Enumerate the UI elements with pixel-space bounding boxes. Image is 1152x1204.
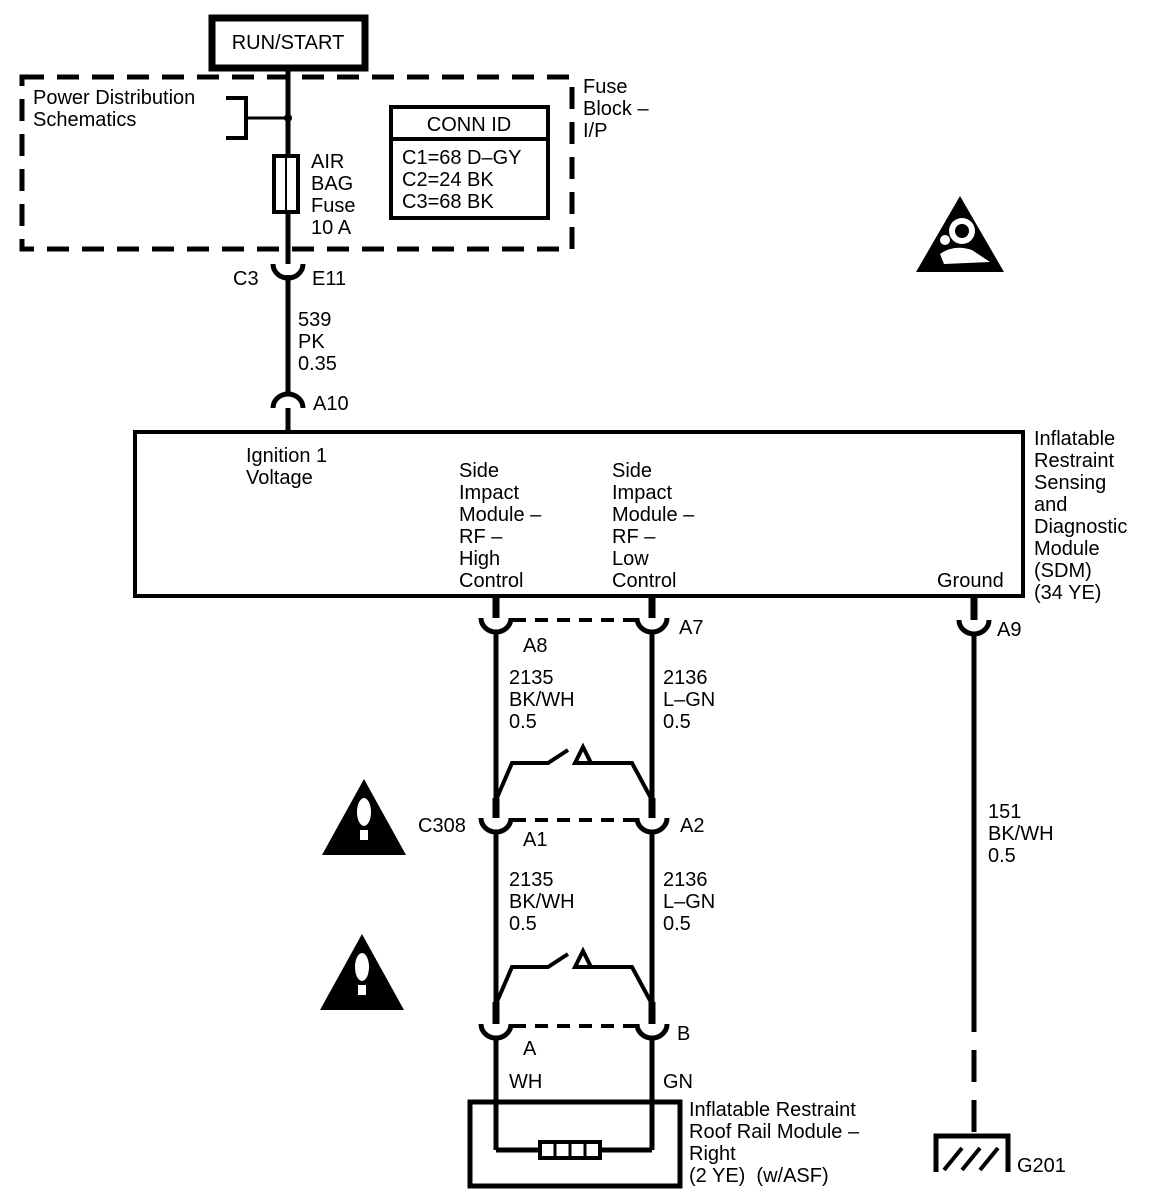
- fuse-block-name-line1: Fuse: [583, 76, 627, 98]
- wire-539-gauge: 0.35: [298, 353, 337, 375]
- sdm-low-line6: Control: [612, 570, 676, 592]
- fuse-block-name-line2: Block –: [583, 98, 649, 120]
- wire-2135-lower-circuit: 2135: [509, 869, 554, 891]
- connector-pin-a: A: [523, 1038, 537, 1060]
- wire-2136-upper-gauge: 0.5: [663, 711, 691, 733]
- conn-id-row-1: C1=68 D–GY: [402, 147, 522, 169]
- conn-id-row-2: C2=24 BK: [402, 169, 494, 191]
- pin-a8: A8: [523, 635, 547, 657]
- sdm-high-line5: High: [459, 548, 500, 570]
- sdm-name-line7: (SDM): [1034, 560, 1092, 582]
- roof-rail-module-name-line3: Right: [689, 1143, 736, 1165]
- sdm-high-line4: RF –: [459, 526, 503, 548]
- wire-2135-lower-color: BK/WH: [509, 891, 575, 913]
- connector-pin-b: B: [677, 1023, 690, 1045]
- sdm-low-line4: RF –: [612, 526, 656, 548]
- wire-151-color: BK/WH: [988, 823, 1054, 845]
- sdm-low-line3: Module –: [612, 504, 695, 526]
- pin-a7: A7: [679, 617, 703, 639]
- connector-c308-pin-a1: A1: [523, 829, 547, 851]
- sdm-name-line8: (34 YE): [1034, 582, 1101, 604]
- airbag-warning-icon: [916, 196, 1004, 272]
- caution-icon: [320, 934, 404, 1010]
- fuse-label-line2: BAG: [311, 173, 353, 195]
- fuse-block-name-line3: I/P: [583, 120, 607, 142]
- fuse-label-line1: AIR: [311, 151, 344, 173]
- fuse-label-line3: Fuse: [311, 195, 355, 217]
- caution-icon: [322, 779, 406, 855]
- connector-roof-rail-module: A B WH GN: [478, 1002, 693, 1093]
- wire-color-gn: GN: [663, 1071, 693, 1093]
- wire-539-circuit: 539: [298, 309, 331, 331]
- wire-2135-upper-gauge: 0.5: [509, 711, 537, 733]
- wire-151-circuit: 151: [988, 801, 1021, 823]
- wire-2136-lower-circuit: 2136: [663, 869, 708, 891]
- sdm-ground-label: Ground: [937, 570, 1004, 592]
- ground-symbol-g201: G201: [933, 1133, 1066, 1177]
- connector-a10: A10: [270, 391, 349, 432]
- connector-c308-pin-a2: A2: [680, 815, 704, 837]
- sdm-name-line1: Inflatable: [1034, 428, 1115, 450]
- wire-2136-lower-color: L–GN: [663, 891, 715, 913]
- power-distribution-ref-line1: Power Distribution: [33, 87, 195, 109]
- roof-rail-module: [467, 1099, 683, 1189]
- sdm-name-line3: Sensing: [1034, 472, 1106, 494]
- connector-sdm-outputs: A8 A7 A9: [478, 596, 1021, 657]
- ground-g201-label: G201: [1017, 1155, 1066, 1177]
- shorting-bar-lower: [494, 946, 654, 1005]
- conn-id-row-3: C3=68 BK: [402, 191, 494, 213]
- sdm-ignition-line1: Ignition 1: [246, 445, 327, 467]
- connector-c308: C308 A1 A2: [418, 798, 704, 851]
- connector-c3-pin: E11: [312, 268, 346, 290]
- conn-id-title: CONN ID: [427, 114, 511, 136]
- sdm-name-line2: Restraint: [1034, 450, 1114, 472]
- connector-c3-e11: C3 E11: [233, 263, 346, 395]
- wire-151-gauge: 0.5: [988, 845, 1016, 867]
- conn-id-table: CONN ID C1=68 D–GY C2=24 BK C3=68 BK: [389, 105, 550, 220]
- wire-2135-lower-gauge: 0.5: [509, 913, 537, 935]
- sdm-low-line2: Impact: [612, 482, 672, 504]
- sdm-module-box: [133, 430, 1025, 598]
- pin-a9: A9: [997, 619, 1021, 641]
- fuse-block-boundary: [19, 74, 575, 252]
- sdm-high-line2: Impact: [459, 482, 519, 504]
- shorting-bar-upper: [494, 742, 654, 801]
- wire-2135-upper-color: BK/WH: [509, 689, 575, 711]
- wire-2136-upper-circuit: 2136: [663, 667, 708, 689]
- sdm-low-line1: Side: [612, 460, 652, 482]
- sdm-ignition-line2: Voltage: [246, 467, 313, 489]
- sdm-name-line5: Diagnostic: [1034, 516, 1127, 538]
- connector-c308-name: C308: [418, 815, 466, 837]
- connector-a10-pin: A10: [313, 393, 349, 415]
- roof-rail-module-name-line2: Roof Rail Module –: [689, 1121, 860, 1143]
- sdm-high-line6: Control: [459, 570, 523, 592]
- sdm-name-line6: Module: [1034, 538, 1100, 560]
- power-distribution-ref-line2: Schematics: [33, 109, 136, 131]
- fuse-label-line4: 10 A: [311, 217, 352, 239]
- wire-2136-upper-color: L–GN: [663, 689, 715, 711]
- wire-color-wh: WH: [509, 1071, 542, 1093]
- sdm-name-line4: and: [1034, 494, 1067, 516]
- run-start-text: RUN/START: [232, 32, 345, 54]
- roof-rail-module-name-line1: Inflatable Restraint: [689, 1099, 856, 1121]
- sdm-high-line1: Side: [459, 460, 499, 482]
- wire-2135-upper-circuit: 2135: [509, 667, 554, 689]
- roof-rail-module-name-line4: (2 YE) (w/ASF): [689, 1165, 829, 1187]
- sdm-low-line5: Low: [612, 548, 649, 570]
- connector-c3-name: C3: [233, 268, 259, 290]
- wire-2136-lower-gauge: 0.5: [663, 913, 691, 935]
- wire-539-color: PK: [298, 331, 325, 353]
- sdm-high-line3: Module –: [459, 504, 542, 526]
- run-start-label-box: RUN/START: [208, 14, 369, 72]
